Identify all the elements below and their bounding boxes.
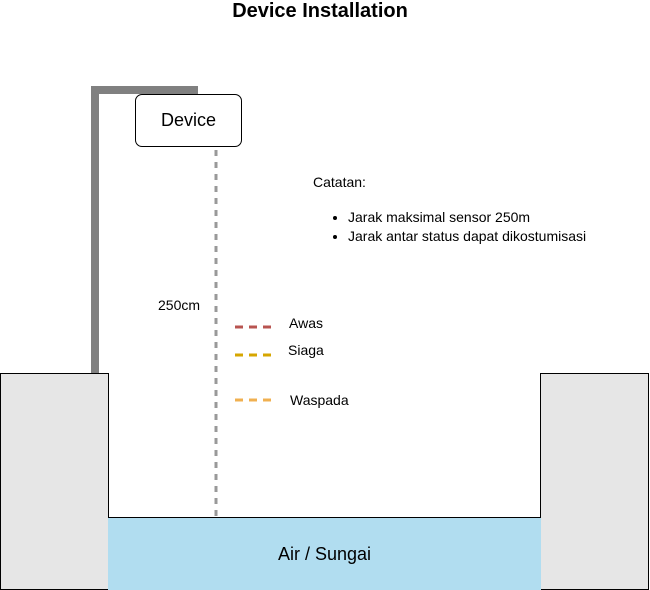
diagram-title: Device Installation <box>232 0 408 22</box>
range-label: 250cm <box>158 297 201 313</box>
river-water: Air / Sungai <box>108 517 541 590</box>
right-riverbank-wall <box>540 373 649 590</box>
mounting-pole <box>91 86 198 373</box>
level-label-waspada: Waspada <box>290 392 349 408</box>
notes-item: Jarak antar status dapat dikostumisasi <box>348 227 586 246</box>
notes-title: Catatan: <box>313 174 366 190</box>
device-box: Device <box>135 94 242 147</box>
level-label-siaga: Siaga <box>288 342 324 358</box>
notes-item: Jarak maksimal sensor 250m <box>348 208 586 227</box>
left-riverbank-wall <box>0 373 109 590</box>
level-label-awas: Awas <box>289 315 323 331</box>
notes-list: Jarak maksimal sensor 250m Jarak antar s… <box>330 208 586 246</box>
